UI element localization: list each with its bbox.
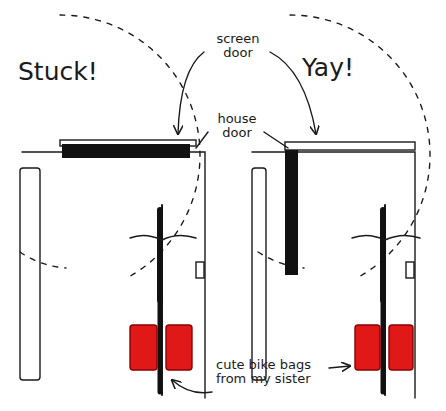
door-latch	[406, 262, 414, 278]
door-jamb	[252, 168, 266, 380]
house-door-open	[20, 168, 40, 380]
house-door-closed	[285, 150, 298, 275]
bike-bag	[389, 325, 413, 370]
leader-arrow	[178, 52, 204, 134]
panel-title: Stuck!	[18, 58, 128, 86]
door-swing-arc	[20, 252, 66, 268]
leader-line	[264, 132, 288, 148]
callout-label: house door	[210, 112, 264, 141]
door-latch	[196, 262, 204, 278]
bike-bag	[166, 325, 192, 370]
leader-arrow	[329, 366, 350, 368]
bike-tire	[157, 210, 163, 300]
bike-bag	[355, 325, 380, 370]
leader-line	[196, 132, 208, 148]
screen-door-open	[285, 142, 415, 150]
callout-label: screen door	[208, 32, 268, 61]
bike-tire	[380, 210, 386, 300]
panel-title: Yay!	[302, 54, 402, 82]
bike-tire	[158, 300, 163, 392]
bike-bag	[130, 325, 157, 370]
leader-arrow	[172, 380, 212, 393]
door-swing-arc	[60, 15, 200, 279]
wall-outline	[22, 152, 205, 398]
screen-door-stuck	[62, 144, 190, 158]
callout-label: cute bike bags from my sister	[216, 358, 328, 387]
bike-handlebar	[352, 235, 420, 240]
bike-tire	[381, 300, 386, 392]
bike-handlebar	[130, 235, 196, 240]
door-swing-arc	[290, 15, 430, 279]
bike-frame	[384, 205, 386, 395]
bike-frame	[161, 205, 163, 395]
